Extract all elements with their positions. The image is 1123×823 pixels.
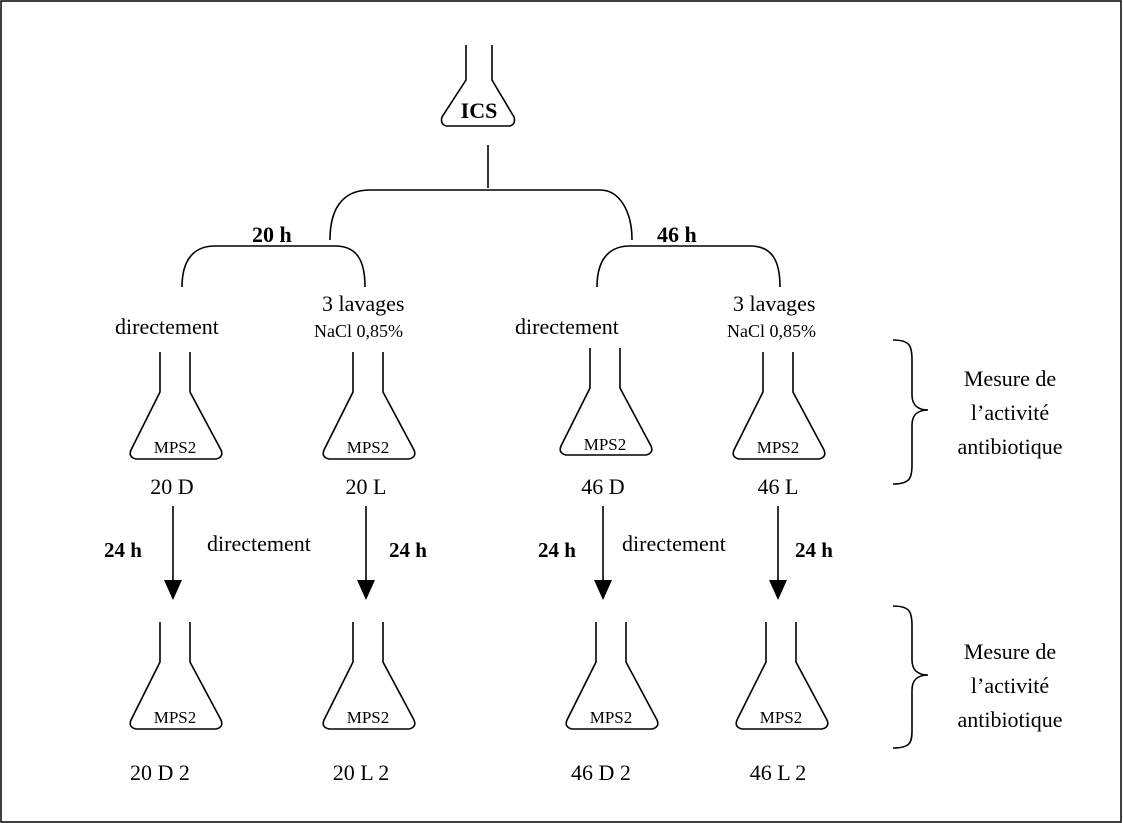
split-20h-arc xyxy=(181,245,366,288)
transfer-note-20: directement xyxy=(207,531,311,556)
flask-id-46d: 46 D xyxy=(581,474,624,499)
ics-label: ICS xyxy=(461,98,498,123)
treatment-direct-46: directement xyxy=(515,314,619,339)
brace-stage-1 xyxy=(892,339,929,485)
branch-time-20h: 20 h xyxy=(252,222,292,247)
flask-20l: MPS2 xyxy=(322,352,416,460)
flask-20d2-medium: MPS2 xyxy=(154,708,197,727)
measure-2-line3: antibiotique xyxy=(957,707,1062,732)
brace-stage-2 xyxy=(892,605,929,749)
flask-46l2: MPS2 xyxy=(735,622,829,730)
arrow-20d xyxy=(164,506,182,600)
treatment-wash-20-line2: NaCl 0,85% xyxy=(314,321,403,341)
flask-46d2-medium: MPS2 xyxy=(590,708,633,727)
flask-46d: MPS2 xyxy=(559,348,653,456)
transfer-time-20l: 24 h xyxy=(389,538,427,562)
flask-20l-medium: MPS2 xyxy=(347,438,390,457)
transfer-time-46l: 24 h xyxy=(795,538,833,562)
flask-id-20l2: 20 L 2 xyxy=(333,760,390,785)
flask-id-20d2: 20 D 2 xyxy=(130,760,190,785)
split-46h-arc xyxy=(596,245,781,288)
flask-id-46l: 46 L xyxy=(758,474,799,499)
transfer-note-46: directement xyxy=(622,531,726,556)
measure-1-line2: l’activité xyxy=(971,400,1049,425)
measure-1-line1: Mesure de xyxy=(964,366,1056,391)
flask-46l2-medium: MPS2 xyxy=(760,708,803,727)
flask-46d-medium: MPS2 xyxy=(584,435,627,454)
flask-20d-medium: MPS2 xyxy=(154,438,197,457)
flask-id-46d2: 46 D 2 xyxy=(571,760,631,785)
measure-2-line2: l’activité xyxy=(971,673,1049,698)
flask-46l-medium: MPS2 xyxy=(757,438,800,457)
measure-1-line3: antibiotique xyxy=(957,434,1062,459)
flask-id-20d: 20 D xyxy=(150,474,193,499)
flask-id-20l: 20 L xyxy=(346,474,387,499)
flask-id-46l2: 46 L 2 xyxy=(750,760,807,785)
transfer-time-46d: 24 h xyxy=(538,538,576,562)
branch-time-46h: 46 h xyxy=(657,222,697,247)
flask-20l2-medium: MPS2 xyxy=(347,708,390,727)
treatment-wash-20-line1: 3 lavages xyxy=(322,291,404,316)
flask-20d: MPS2 xyxy=(129,352,223,460)
arrow-46l xyxy=(769,506,787,600)
arrow-20l xyxy=(357,506,375,600)
flask-46l: MPS2 xyxy=(732,352,826,460)
measure-2-line1: Mesure de xyxy=(964,639,1056,664)
transfer-time-20d: 24 h xyxy=(104,538,142,562)
treatment-direct-20: directement xyxy=(115,314,219,339)
treatment-wash-46-line2: NaCl 0,85% xyxy=(727,321,816,341)
flask-20l2: MPS2 xyxy=(322,622,416,730)
arrow-46d xyxy=(594,506,612,600)
ics-flask: ICS xyxy=(440,45,516,127)
main-split-arc xyxy=(329,189,633,241)
treatment-wash-46-line1: 3 lavages xyxy=(733,291,815,316)
flask-20d2: MPS2 xyxy=(129,622,223,730)
flask-46d2: MPS2 xyxy=(565,622,659,730)
